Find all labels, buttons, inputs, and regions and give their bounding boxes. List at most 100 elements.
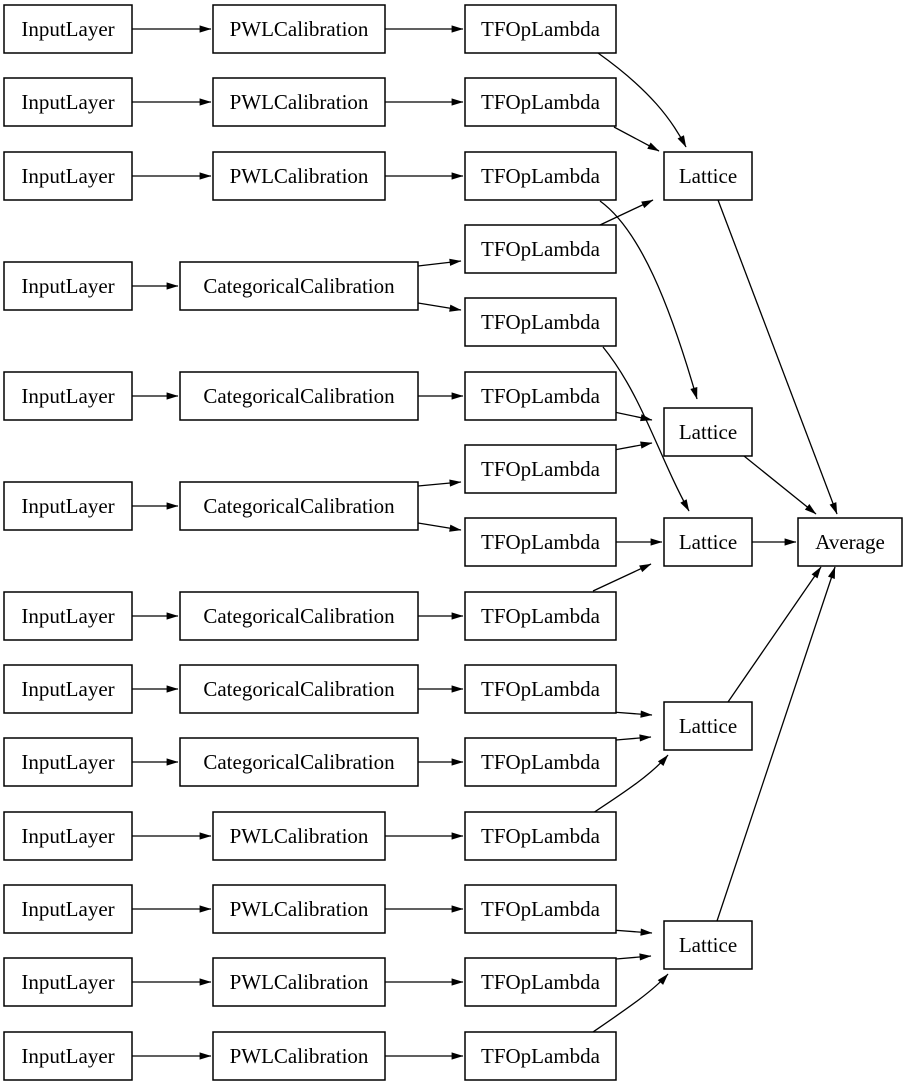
node-label-in3: InputLayer: [21, 164, 114, 188]
graph-node-cal7: CategoricalCalibration: [179, 591, 419, 641]
edge-tf10-lat4: [611, 710, 653, 718]
node-label-in1: InputLayer: [21, 17, 114, 41]
graph-node-tf13: TFOpLambda: [464, 884, 617, 934]
graph-node-in9: InputLayer: [3, 737, 133, 787]
graph-node-cal13: PWLCalibration: [212, 1031, 386, 1081]
node-label-cal6: CategoricalCalibration: [203, 494, 395, 518]
graph-node-avg: Average: [797, 517, 903, 567]
edge-tf11-lat4: [615, 734, 652, 742]
graph-node-in2: InputLayer: [3, 77, 133, 127]
tf-op-lambda-box: [464, 297, 617, 347]
node-label-in11: InputLayer: [21, 897, 114, 921]
node-label-cal2: PWLCalibration: [230, 90, 369, 114]
graph-node-in3: InputLayer: [3, 151, 133, 201]
edge-tf9-lat3: [592, 563, 652, 592]
edge-cal6-tf7: [417, 479, 462, 487]
node-label-tf15: TFOpLambda: [481, 1044, 601, 1068]
tf-op-lambda-box: [464, 664, 617, 714]
categorical-calibration-box: [179, 664, 419, 714]
graph-node-tf2: TFOpLambda: [464, 77, 617, 127]
pwl-calibration-box: [212, 77, 386, 127]
node-label-tf2: TFOpLambda: [481, 90, 601, 114]
graph-node-in11: InputLayer: [3, 884, 133, 934]
node-label-lat3: Lattice: [679, 530, 737, 554]
input-box: [3, 884, 133, 934]
input-box: [3, 151, 133, 201]
input-box: [3, 811, 133, 861]
categorical-calibration-box: [179, 371, 419, 421]
edge-cal4-tf5: [417, 302, 462, 312]
graph-node-cal11: PWLCalibration: [212, 884, 386, 934]
graph-node-cal1: PWLCalibration: [212, 4, 386, 54]
pwl-calibration-box: [212, 884, 386, 934]
graph-node-cal2: PWLCalibration: [212, 77, 386, 127]
node-label-in9: InputLayer: [21, 750, 114, 774]
input-box: [3, 371, 133, 421]
edge-lat2-avg: [743, 455, 817, 515]
node-label-tf5: TFOpLambda: [481, 310, 601, 334]
edge-tf5-lat3: [602, 346, 690, 512]
node-label-tf11: TFOpLambda: [481, 750, 601, 774]
node-label-cal9: CategoricalCalibration: [203, 750, 395, 774]
categorical-calibration-box: [179, 737, 419, 787]
graph-node-tf10: TFOpLambda: [464, 664, 617, 714]
graph-node-tf11: TFOpLambda: [464, 737, 617, 787]
edge-tf7-lat2: [613, 441, 653, 451]
pwl-calibration-box: [212, 957, 386, 1007]
tf-op-lambda-box: [464, 77, 617, 127]
node-label-in13: InputLayer: [21, 1044, 114, 1068]
node-label-in7: InputLayer: [21, 604, 114, 628]
graph-node-in5: InputLayer: [3, 371, 133, 421]
graph-node-in1: InputLayer: [3, 4, 133, 54]
graph-node-in10: InputLayer: [3, 811, 133, 861]
edge-lat4-avg: [727, 566, 822, 703]
graph-node-in4: InputLayer: [3, 261, 133, 311]
node-label-cal1: PWLCalibration: [230, 17, 369, 41]
input-box: [3, 77, 133, 127]
graph-node-in6: InputLayer: [3, 481, 133, 531]
node-label-tf4: TFOpLambda: [481, 237, 601, 261]
graph-node-lat3: Lattice: [663, 517, 753, 567]
graph-node-cal12: PWLCalibration: [212, 957, 386, 1007]
node-label-cal8: CategoricalCalibration: [203, 677, 395, 701]
node-label-tf7: TFOpLambda: [481, 457, 601, 481]
node-label-tf13: TFOpLambda: [481, 897, 601, 921]
graph-node-tf1: TFOpLambda: [464, 4, 617, 54]
graph-node-tf15: TFOpLambda: [464, 1031, 617, 1081]
edge-cal6-tf8: [417, 522, 462, 532]
node-label-cal12: PWLCalibration: [230, 970, 369, 994]
node-label-cal5: CategoricalCalibration: [203, 384, 395, 408]
graph-node-cal6: CategoricalCalibration: [179, 481, 419, 531]
graph-node-in7: InputLayer: [3, 591, 133, 641]
graph-node-tf9: TFOpLambda: [464, 591, 617, 641]
average-box: [797, 517, 903, 567]
node-label-cal11: PWLCalibration: [230, 897, 369, 921]
input-box: [3, 1031, 133, 1081]
tf-op-lambda-box: [464, 371, 617, 421]
edge-tf1-lat1: [597, 52, 687, 148]
tf-op-lambda-box: [464, 811, 617, 861]
tf-op-lambda-box: [464, 737, 617, 787]
graph-node-in13: InputLayer: [3, 1031, 133, 1081]
node-label-avg: Average: [815, 530, 885, 554]
graph-node-cal10: PWLCalibration: [212, 811, 386, 861]
edge-lat5-avg: [716, 566, 836, 922]
node-label-in5: InputLayer: [21, 384, 114, 408]
lattice-box: [663, 920, 753, 970]
categorical-calibration-box: [179, 591, 419, 641]
edge-tf4-lat1: [599, 199, 654, 226]
node-label-cal13: PWLCalibration: [230, 1044, 369, 1068]
graph-node-lat5: Lattice: [663, 920, 753, 970]
graph-node-tf12: TFOpLambda: [464, 811, 617, 861]
tf-op-lambda-box: [464, 957, 617, 1007]
tf-op-lambda-box: [464, 4, 617, 54]
graph-node-tf14: TFOpLambda: [464, 957, 617, 1007]
node-label-in6: InputLayer: [21, 494, 114, 518]
node-label-in12: InputLayer: [21, 970, 114, 994]
graph-node-cal9: CategoricalCalibration: [179, 737, 419, 787]
node-label-tf8: TFOpLambda: [481, 530, 601, 554]
tf-op-lambda-box: [464, 517, 617, 567]
node-label-in4: InputLayer: [21, 274, 114, 298]
node-label-tf12: TFOpLambda: [481, 824, 601, 848]
graph-node-tf6: TFOpLambda: [464, 371, 617, 421]
